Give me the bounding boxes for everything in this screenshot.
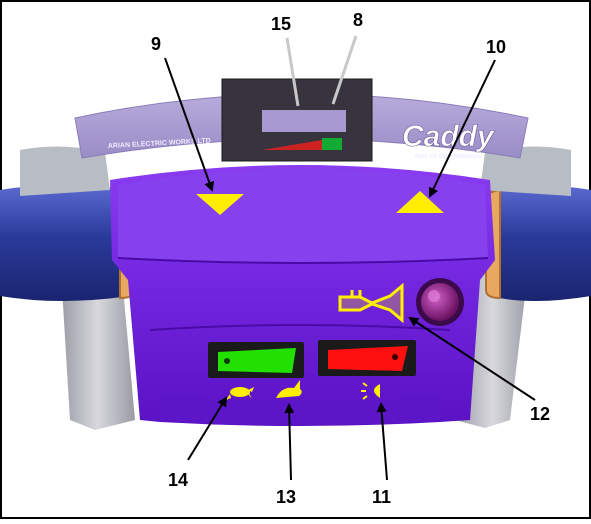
callout-line-13 [284, 403, 295, 481]
callout-label-12: 12 [530, 404, 550, 424]
callout-label-9: 9 [151, 34, 161, 54]
light-switch[interactable] [318, 340, 416, 376]
callout-label-10: 10 [486, 37, 506, 57]
callout-label-15: 15 [271, 14, 291, 34]
upper-dome [118, 168, 488, 263]
hare-fast-icon [276, 380, 302, 398]
right-grip [480, 146, 571, 196]
callout-line-10 [428, 59, 496, 198]
red-button[interactable] [328, 346, 408, 371]
meter-screen [262, 110, 346, 132]
turtle-slow-icon [226, 387, 254, 400]
battery-gauge-red [262, 140, 322, 150]
callout-label-8: 8 [353, 10, 363, 30]
left-grip [20, 146, 110, 196]
key-switch-icon[interactable] [416, 278, 464, 326]
callout-line-8 [331, 35, 358, 105]
right-turn-arrow-icon [396, 191, 444, 213]
horn-icon [338, 282, 404, 324]
callout-line-11 [376, 402, 388, 481]
battery-gauge-green [322, 138, 342, 150]
speed-switch[interactable] [208, 342, 304, 378]
callout-line-14 [187, 396, 228, 461]
callout-lines [164, 35, 536, 481]
left-turn-arrow-icon [196, 194, 244, 215]
callout-label-13: 13 [276, 487, 296, 507]
callout-line-15 [285, 37, 300, 107]
callout-line-12 [408, 316, 536, 401]
headlight-icon [361, 382, 380, 400]
green-button[interactable] [218, 348, 296, 373]
callout-label-14: 14 [168, 470, 188, 490]
logo-text: Caddy [402, 120, 495, 153]
callout-label-11: 11 [372, 487, 391, 507]
right-handlebar [485, 185, 591, 301]
callout-line-9 [164, 57, 215, 192]
